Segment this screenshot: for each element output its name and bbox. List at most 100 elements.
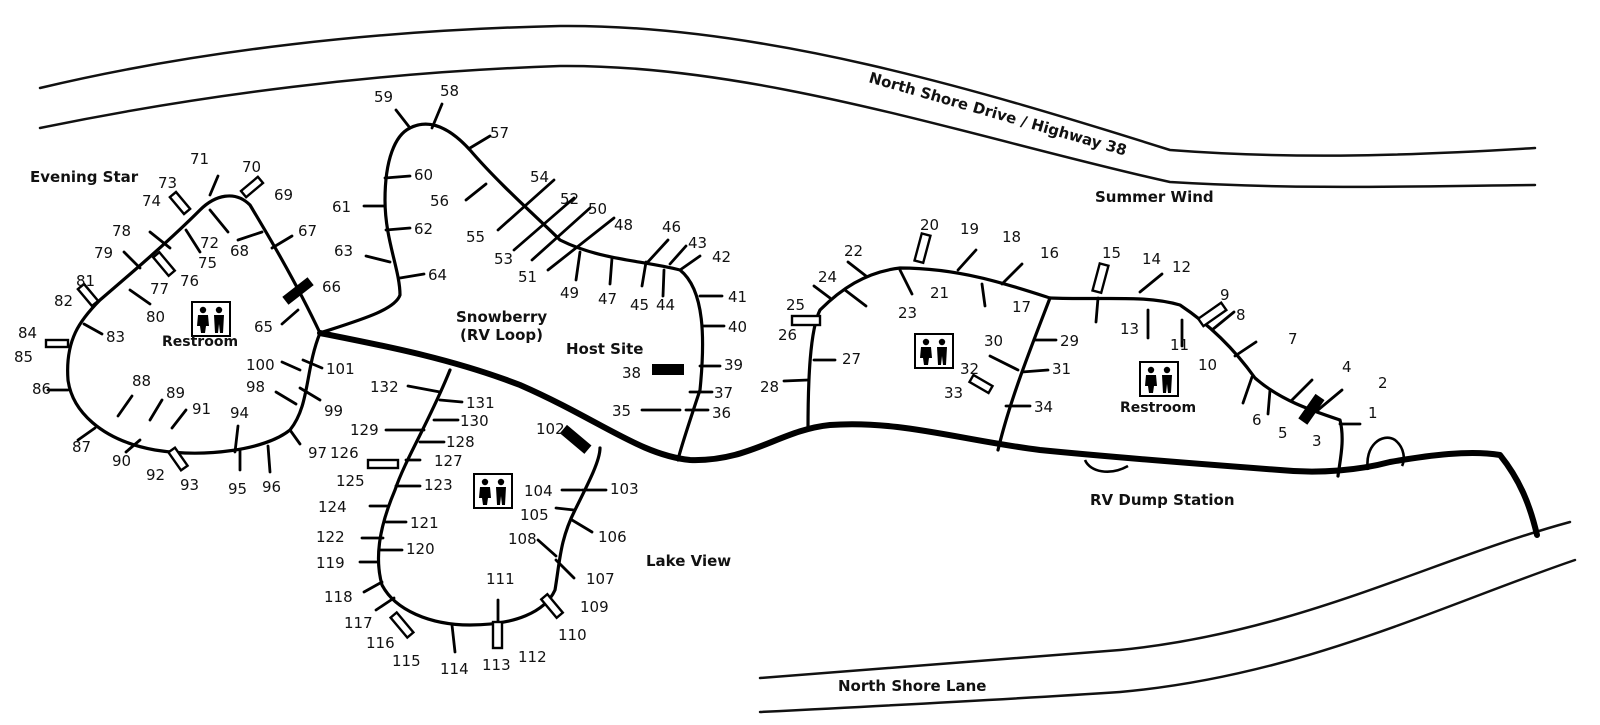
site-number: 49 [560, 284, 579, 302]
site-number: 82 [54, 292, 73, 310]
restroom-icon [473, 473, 513, 509]
north-road: North Shore Drive / Highway 38 [38, 24, 1537, 189]
site-number: 110 [558, 626, 587, 644]
site-number: 25 [786, 296, 805, 314]
site-number: 45 [630, 296, 649, 314]
site-number: 89 [166, 384, 185, 402]
site-numbers: 1 2 3 4 5 6 7 8 9 10 11 12 13 14 15 16 1… [14, 82, 1388, 678]
site-number: 11 [1170, 336, 1189, 354]
site-number: 120 [406, 540, 435, 558]
site-number: 42 [712, 248, 731, 266]
site-number: 123 [424, 476, 453, 494]
site-number: 7 [1288, 330, 1298, 348]
site-number: 115 [392, 652, 421, 670]
site-number: 4 [1342, 358, 1352, 376]
site-number: 116 [366, 634, 395, 652]
site-number: 27 [842, 350, 861, 368]
site-number: 48 [614, 216, 633, 234]
site-number: 1 [1368, 404, 1378, 422]
site-number: 70 [242, 158, 261, 176]
site-number: 33 [944, 384, 963, 402]
site-number: 20 [920, 216, 939, 234]
site-number: 58 [440, 82, 459, 100]
site-number: 8 [1236, 306, 1246, 324]
site-number: 80 [146, 308, 165, 326]
site-number: 91 [192, 400, 211, 418]
site-number: 72 [200, 234, 219, 252]
site-number: 128 [446, 433, 475, 451]
site-number: 92 [146, 466, 165, 484]
site-number: 21 [930, 284, 949, 302]
site-number: 94 [230, 404, 249, 422]
site-number: 107 [586, 570, 615, 588]
site-number: 132 [370, 378, 399, 396]
site-number: 124 [318, 498, 347, 516]
site-number: 35 [612, 402, 631, 420]
site-number: 26 [778, 326, 797, 344]
site-number: 19 [960, 220, 979, 238]
site-number: 74 [142, 192, 161, 210]
host-site-label: Host Site [566, 340, 643, 358]
site-number: 101 [326, 360, 355, 378]
summer-wind-loop [806, 266, 1344, 478]
site-number: 109 [580, 598, 609, 616]
south-road-label: North Shore Lane [838, 677, 986, 695]
site-number: 121 [410, 514, 439, 532]
site-number: 85 [14, 348, 33, 366]
site-number: 36 [712, 404, 731, 422]
site-number: 69 [274, 186, 293, 204]
site-number: 32 [960, 360, 979, 378]
site-number: 86 [32, 380, 51, 398]
loop-label-snowberry-sub: (RV Loop) [460, 326, 543, 344]
site-number: 18 [1002, 228, 1021, 246]
site-number: 100 [246, 356, 275, 374]
site-number: 57 [490, 124, 509, 142]
site-number: 111 [486, 570, 515, 588]
north-road-label: North Shore Drive / Highway 38 [867, 69, 1129, 160]
site-number: 131 [466, 394, 495, 412]
site-number: 16 [1040, 244, 1059, 262]
site-number: 114 [440, 660, 469, 678]
site-number: 119 [316, 554, 345, 572]
site-number: 12 [1172, 258, 1191, 276]
site-number: 103 [610, 480, 639, 498]
site-number: 67 [298, 222, 317, 240]
site-spurs [46, 102, 1362, 654]
site-number: 10 [1198, 356, 1217, 374]
site-number: 6 [1252, 411, 1262, 429]
site-number: 102 [536, 420, 565, 438]
site-number: 52 [560, 190, 579, 208]
site-number: 130 [460, 412, 489, 430]
site-number: 55 [466, 228, 485, 246]
loop-label-lake-view: Lake View [646, 552, 731, 570]
site-number: 127 [434, 452, 463, 470]
evening-star-loop [66, 194, 322, 455]
dump-station-label: RV Dump Station [1090, 491, 1235, 509]
site-number: 79 [94, 244, 113, 262]
site-number: 112 [518, 648, 547, 666]
site-number: 118 [324, 588, 353, 606]
site-number: 29 [1060, 332, 1079, 350]
site-number: 95 [228, 480, 247, 498]
site-number: 14 [1142, 250, 1161, 268]
site-number: 22 [844, 242, 863, 260]
south-road: North Shore Lane [758, 520, 1577, 714]
restroom-icon [191, 301, 231, 337]
site-number: 97 [308, 444, 327, 462]
site-number: 31 [1052, 360, 1071, 378]
site-number: 43 [688, 234, 707, 252]
restroom-label: Restroom [162, 334, 238, 350]
site-number: 76 [180, 272, 199, 290]
site-number: 61 [332, 198, 351, 216]
site-number: 3 [1312, 432, 1322, 450]
site-number: 87 [72, 438, 91, 456]
site-number: 53 [494, 250, 513, 268]
site-number: 59 [374, 88, 393, 106]
site-number: 15 [1102, 244, 1121, 262]
site-number: 122 [316, 528, 345, 546]
site-number: 46 [662, 218, 681, 236]
site-number: 98 [246, 378, 265, 396]
site-number: 66 [322, 278, 341, 296]
site-number: 125 [336, 472, 365, 490]
dump-station [1083, 436, 1406, 473]
